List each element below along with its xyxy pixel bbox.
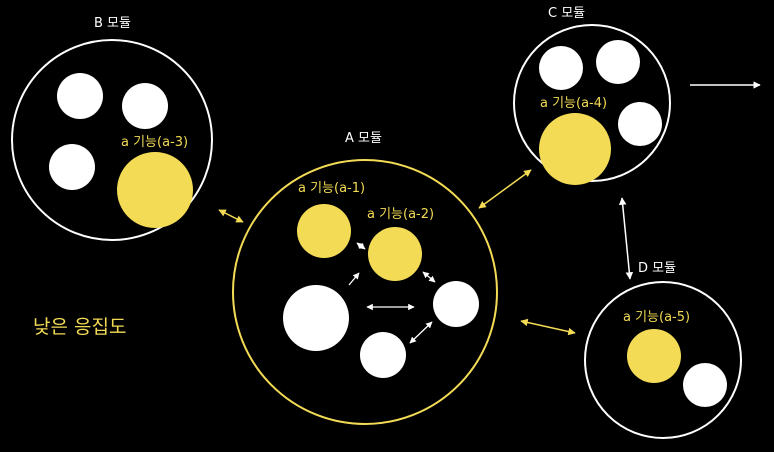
arrow-c-d (618, 197, 634, 280)
module-a-feature-label-1: a 기능(a-1) (298, 181, 366, 196)
module-b-feature-label: a 기능(a-3) (121, 135, 189, 150)
module-b-node-2 (122, 83, 168, 129)
arrow-b-a (218, 209, 244, 223)
module-d-title: D 모듈 (638, 261, 677, 276)
module-a-node-3 (360, 332, 406, 378)
arrow-a1-a2 (356, 242, 366, 250)
module-d-node-1 (683, 363, 727, 407)
arrow-a-c (478, 169, 532, 209)
module-a-feature-a1 (297, 204, 351, 258)
module-a-feature-a2 (368, 227, 422, 281)
module-d-ring (584, 281, 742, 439)
module-a-feature-label-2: a 기능(a-2) (367, 207, 435, 222)
module-d-feature-a5 (627, 329, 681, 383)
cohesion-caption: 낮은 응집도 (33, 316, 127, 338)
module-b-feature-a3 (117, 152, 193, 228)
arrow-a2-node2 (422, 271, 436, 283)
arrow-a2-node1 (348, 272, 360, 286)
module-b-node-1 (57, 73, 103, 119)
module-c-feature-label: a 기능(a-4) (540, 96, 608, 111)
module-a-title: A 모듈 (345, 131, 382, 146)
module-c-node-2 (596, 40, 640, 84)
module-c-node-3 (618, 102, 662, 146)
module-b-ring (11, 39, 213, 241)
module-b-node-3 (49, 144, 95, 190)
module-a-node-1 (283, 285, 349, 351)
module-c-feature-a4 (539, 113, 611, 185)
module-a-ring (232, 159, 498, 425)
module-a-node-2 (433, 281, 479, 327)
arrow-a-d (520, 318, 576, 336)
arrow-node2-node3 (409, 321, 433, 344)
module-b-title: B 모듈 (94, 16, 131, 31)
module-c-ring (513, 24, 671, 182)
module-d-feature-label: a 기능(a-5) (623, 310, 691, 325)
module-c-node-1 (539, 46, 583, 90)
module-c-title: C 모듈 (548, 6, 586, 21)
